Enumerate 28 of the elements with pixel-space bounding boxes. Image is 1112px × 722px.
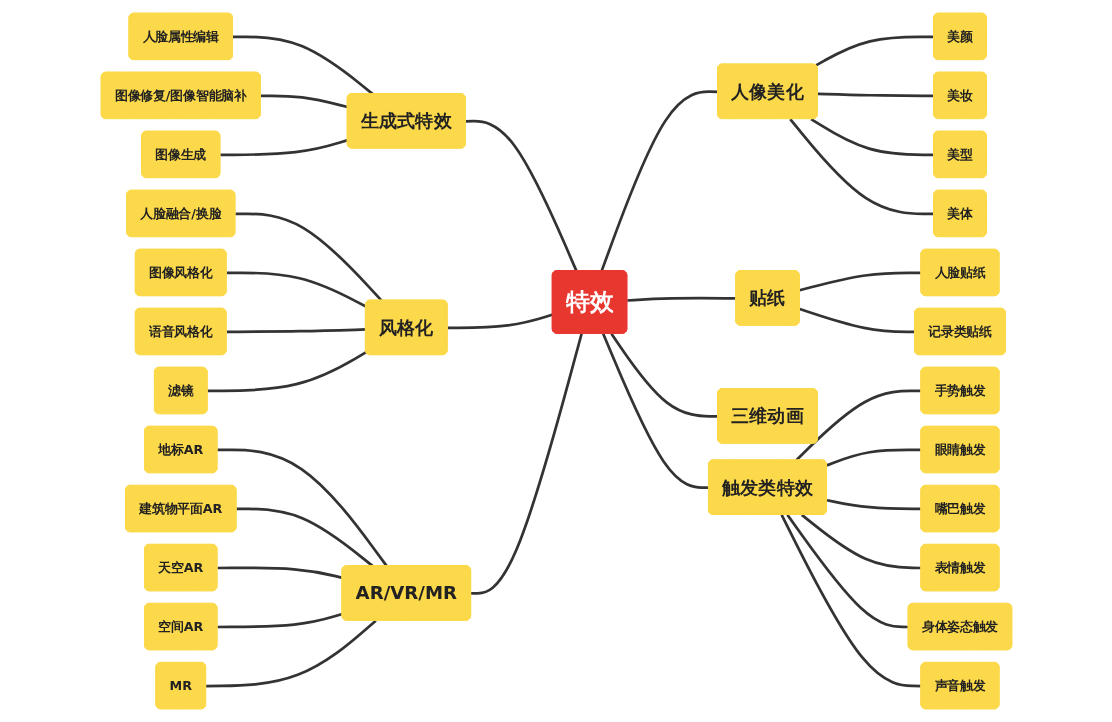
connector [826,498,921,511]
connector [226,328,366,334]
connector [470,333,583,595]
connector [798,271,921,292]
connector [216,448,388,567]
connector [216,566,343,580]
connector [814,35,934,67]
connector [219,138,348,157]
connector [599,90,718,272]
connector [800,513,921,570]
connector [601,333,709,489]
connector [779,514,921,688]
connector [226,271,367,308]
connector [817,92,934,98]
connector [260,94,348,109]
connector [809,117,934,157]
connector [788,118,934,216]
connector [798,307,915,334]
connector [825,448,921,467]
connector [785,514,909,629]
connector [465,119,578,272]
connector [234,212,383,302]
connector [207,351,367,393]
connector [216,612,343,629]
connector [609,333,718,418]
connector [626,296,736,302]
connector [447,313,553,330]
connector [205,619,377,688]
